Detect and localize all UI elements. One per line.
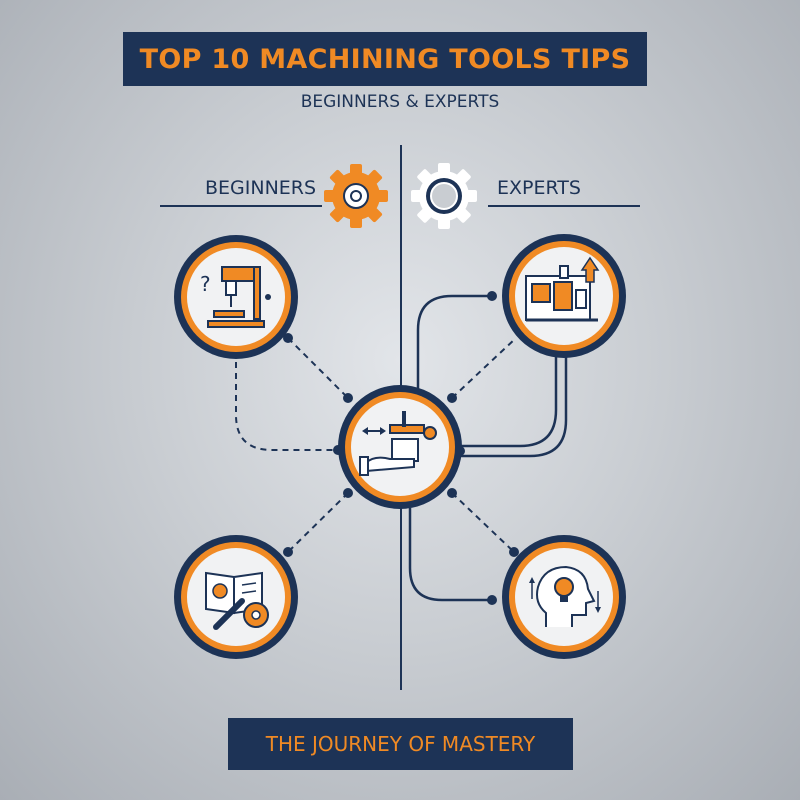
head-lightbulb-icon bbox=[529, 565, 601, 627]
experts-label: EXPERTS bbox=[497, 177, 581, 199]
solid-connectors bbox=[408, 294, 568, 602]
drill-press-icon: ? bbox=[200, 266, 271, 328]
manual-tools-node bbox=[174, 535, 298, 659]
dashed-connectors bbox=[235, 337, 517, 553]
experts-gear-icon bbox=[411, 163, 477, 229]
center-machining-node bbox=[338, 385, 462, 509]
svg-text:?: ? bbox=[200, 272, 211, 296]
beginners-gear-icon bbox=[324, 164, 388, 228]
page-title: TOP 10 MACHINING TOOLS TIPS bbox=[139, 43, 631, 75]
footer-banner: THE JOURNEY OF MASTERY bbox=[228, 718, 573, 770]
beginners-label: BEGINNERS bbox=[205, 177, 317, 199]
mind-idea-node bbox=[502, 535, 626, 659]
cnc-machine-node bbox=[502, 234, 626, 358]
hand-machining-icon bbox=[359, 411, 437, 476]
page-subtitle: BEGINNERS & EXPERTS bbox=[300, 92, 500, 112]
drill-press-node: ? bbox=[174, 235, 298, 359]
cnc-machine-icon bbox=[525, 256, 600, 322]
footer-text: THE JOURNEY OF MASTERY bbox=[265, 732, 536, 756]
title-banner: TOP 10 MACHINING TOOLS TIPS bbox=[123, 32, 647, 86]
manual-gear-wrench-icon bbox=[205, 571, 269, 630]
